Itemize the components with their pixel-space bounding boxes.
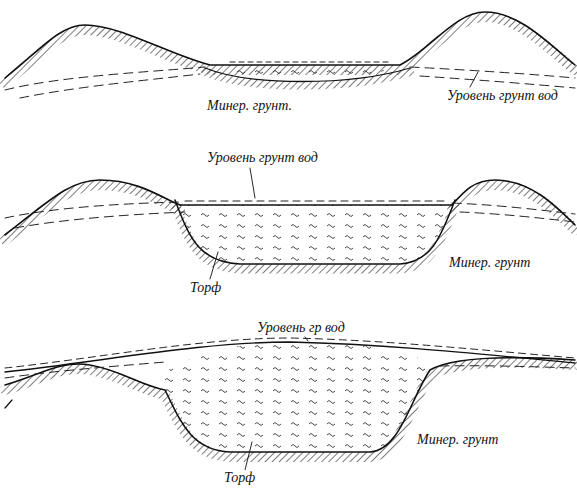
part-label: Минер. грунт (447, 255, 532, 271)
part-label: Торф (222, 470, 257, 486)
ground-surface (5, 358, 575, 457)
part-label: Торф (188, 280, 223, 296)
part-label: Уровень грунт вод (445, 88, 560, 104)
part-label: Уровень гр вод (255, 320, 347, 336)
part-label: Минер. грунт (415, 432, 500, 448)
ground-surface (5, 12, 575, 86)
part-label: Уровень грунт вод (205, 150, 320, 166)
part-label: Минер. грунт. (205, 98, 294, 114)
